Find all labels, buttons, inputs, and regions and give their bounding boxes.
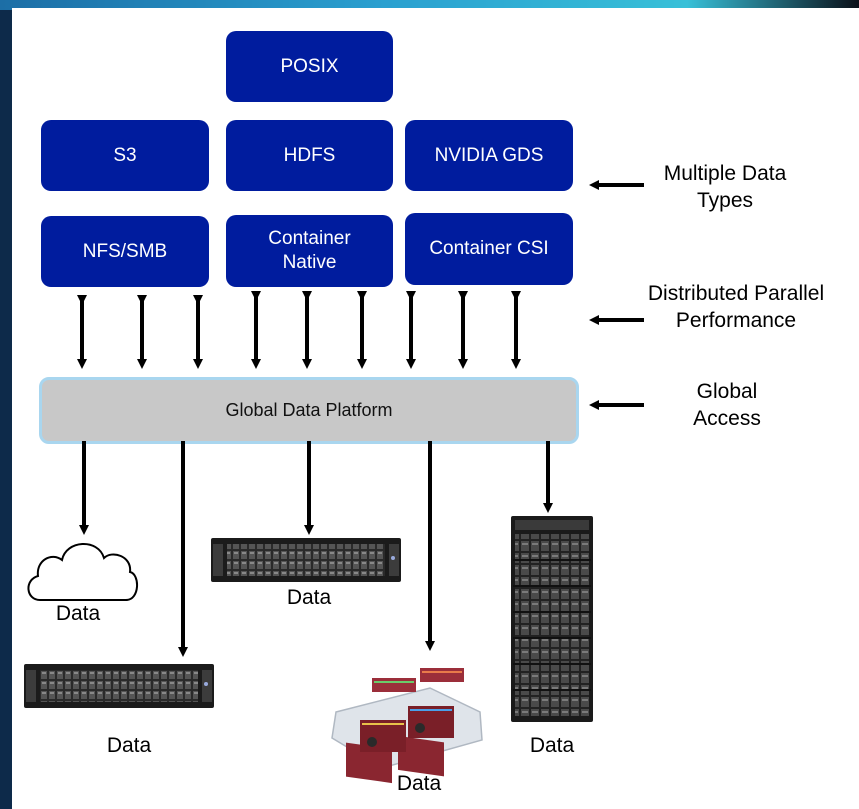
nvidia-gds-box: NVIDIA GDS xyxy=(405,120,573,191)
posix-label: POSIX xyxy=(280,55,339,77)
parallel-io-arrows xyxy=(77,291,521,369)
container-csi-box: Container CSI xyxy=(405,213,573,285)
container-native-box: Container Native xyxy=(226,215,393,287)
hdfs-label: HDFS xyxy=(283,144,336,166)
tape-data-label: Data xyxy=(396,772,442,795)
global-data-platform: Global Data Platform xyxy=(39,377,579,444)
posix-box: POSIX xyxy=(226,31,393,102)
global-data-platform-label: Global Data Platform xyxy=(225,400,393,420)
distributed-parallel-note: Distributed Parallel Performance xyxy=(647,282,825,332)
server-cabinet-icon xyxy=(511,516,593,722)
tape-cartridge-icon xyxy=(331,668,483,784)
rack-server-icon xyxy=(211,538,401,582)
s3-box: S3 xyxy=(41,120,209,191)
slide-top-accent xyxy=(0,0,859,10)
cloud-icon xyxy=(27,543,138,601)
annotation-arrows xyxy=(589,180,644,410)
global-access-note: Global Access xyxy=(693,380,761,430)
multiple-data-types-note: Multiple Data Types xyxy=(663,162,787,212)
nvidia-gds-label: NVIDIA GDS xyxy=(434,144,544,166)
server-left-data-label: Data xyxy=(106,734,152,757)
cabinet-data-label: Data xyxy=(529,734,575,757)
server-center-data-label: Data xyxy=(286,586,332,609)
storage-arrows xyxy=(79,441,553,657)
cloud-data-label: Data xyxy=(55,602,101,625)
nfs-smb-label: NFS/SMB xyxy=(82,240,168,262)
container-csi-label: Container CSI xyxy=(429,238,549,259)
hdfs-box: HDFS xyxy=(226,120,393,191)
container-native-label: Container Native xyxy=(268,228,351,273)
s3-label: S3 xyxy=(113,144,137,166)
rack-server-icon xyxy=(24,664,214,708)
nfs-smb-box: NFS/SMB xyxy=(41,216,209,287)
